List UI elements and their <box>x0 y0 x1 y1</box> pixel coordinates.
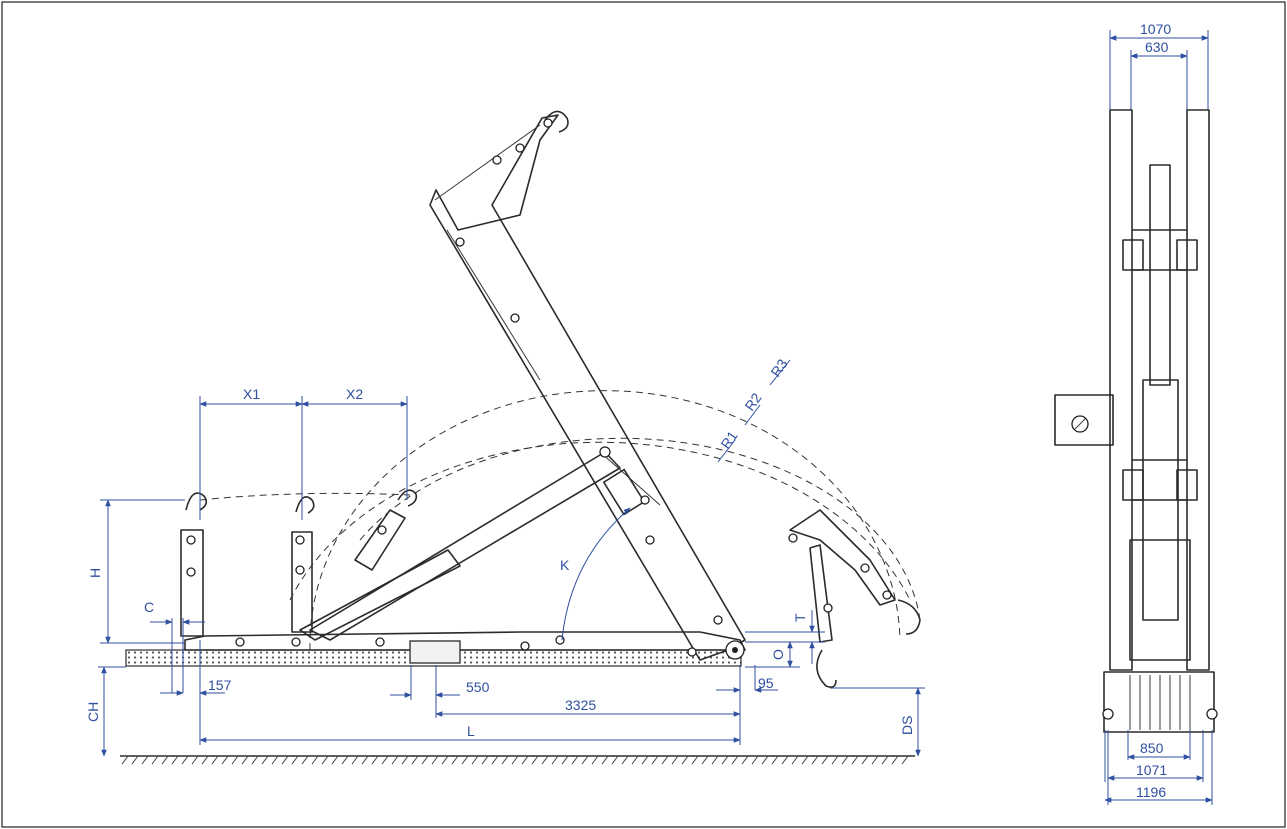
right-upright <box>1186 109 1210 671</box>
jib-guide <box>602 468 646 516</box>
label-c: C <box>144 599 154 615</box>
dim-x1-x2: X1 X2 <box>199 386 408 520</box>
label-550: 550 <box>466 679 490 695</box>
cylinder-block <box>409 640 461 664</box>
dim-550: 550 <box>390 665 490 718</box>
label-o: O <box>770 649 786 660</box>
dim-c: C <box>144 599 205 693</box>
base-block <box>1103 671 1215 733</box>
pins <box>186 118 892 660</box>
label-h: H <box>87 568 103 578</box>
tilt-frame <box>309 451 621 641</box>
label-95: 95 <box>758 675 774 691</box>
center-column <box>1149 164 1171 386</box>
label-r1: R1 <box>717 428 740 452</box>
label-l: L <box>467 723 475 739</box>
dim-3325: 3325 <box>435 665 741 745</box>
label-1071: 1071 <box>1136 762 1167 778</box>
swing-arcs <box>199 390 921 651</box>
dim-l: L <box>199 723 741 743</box>
side-plate <box>1054 394 1114 446</box>
dim-t-o: T O <box>745 610 825 668</box>
subframe <box>184 631 746 651</box>
top-hook <box>544 110 569 133</box>
dim-95: 95 <box>716 665 778 693</box>
label-k: K <box>560 557 570 573</box>
label-r3: R3 <box>767 356 790 380</box>
side-view: K R1 R2 R3 X1 X2 H <box>85 110 925 765</box>
dim-157: 157 <box>160 640 232 745</box>
hook-positions <box>180 489 418 637</box>
label-1070: 1070 <box>1140 21 1171 37</box>
label-850: 850 <box>1140 740 1164 756</box>
label-x2: X2 <box>346 386 363 402</box>
label-r2: R2 <box>741 390 764 414</box>
ground-line <box>120 755 915 765</box>
hook-positions-rear <box>789 509 921 688</box>
rear-view: 1070 630 850 1071 1196 <box>1054 21 1218 805</box>
main-cylinder <box>299 549 461 641</box>
angle-k-arc <box>561 507 631 641</box>
label-157: 157 <box>208 677 232 693</box>
dim-h: H <box>87 499 185 644</box>
dim-ch: CH <box>85 666 126 757</box>
label-1196: 1196 <box>1136 784 1166 800</box>
radius-leaders: R1 R2 R3 <box>717 356 791 463</box>
label-630: 630 <box>1145 39 1169 55</box>
label-t: T <box>792 613 808 622</box>
dim-ds: DS <box>830 687 925 757</box>
left-upright <box>1109 109 1133 671</box>
label-3325: 3325 <box>565 697 596 713</box>
label-ds: DS <box>899 716 915 735</box>
label-ch: CH <box>85 702 101 722</box>
jib-arm <box>429 114 746 661</box>
label-x1: X1 <box>243 386 260 402</box>
